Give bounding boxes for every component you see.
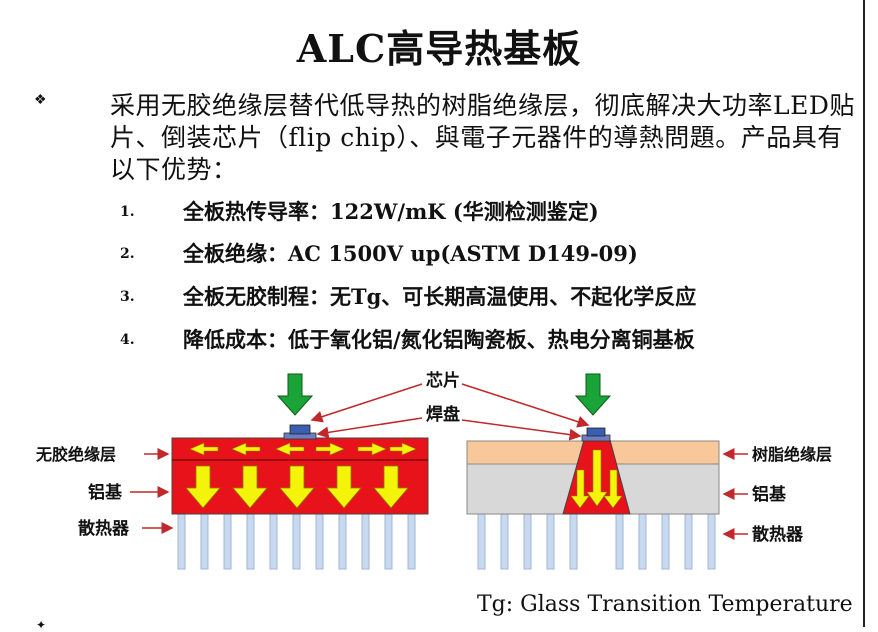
chip-label: 芯片: [426, 370, 460, 391]
right-label-heatsink: 散热器: [752, 524, 804, 545]
diagram-labels: 芯片 焊盘 无胶绝缘层 铝基 散热器 树脂绝缘层 铝基 散热器: [35, 370, 832, 545]
list-text: 降低成本：低于氧化铝/氮化铝陶瓷板、热电分离铜基板: [183, 327, 695, 352]
intro-paragraph: 采用无胶绝缘层替代低导热的树脂绝缘层，彻底解决大功率LED贴片、倒装芯片（fli…: [110, 91, 855, 184]
right-label-resin: 树脂绝缘层: [752, 445, 832, 464]
list-text: 全板绝缘：AC 1500V up(ASTM D149-09): [183, 241, 638, 266]
list-number: 2.: [120, 246, 135, 262]
diamond-bullet-icon: ❖: [34, 92, 47, 108]
alc-structure: [171, 373, 429, 570]
pad-label: 焊盘: [426, 404, 460, 425]
left-label-insulation: 无胶绝缘层: [35, 445, 116, 464]
list-number: 4.: [120, 332, 135, 348]
right-label-aluminum: 铝基: [752, 484, 787, 505]
slide-border-line: [863, 0, 865, 627]
right-chip: [586, 427, 606, 437]
list-number: 3.: [120, 289, 135, 305]
left-chip: [289, 424, 311, 435]
bottom-bullet-icon: ✦: [36, 618, 47, 632]
left-label-heatsink: 散热器: [78, 518, 130, 539]
list-text: 全板热传导率：122W/mK (华测检测鉴定): [183, 199, 599, 224]
heat-down-arrows: [185, 465, 409, 509]
resin-structure: [466, 373, 720, 570]
left-label-aluminum: 铝基: [88, 482, 123, 503]
heat-spread-arrows: [189, 442, 417, 456]
list-number: 1.: [120, 204, 135, 220]
page-title: ALC高导热基板: [296, 26, 582, 71]
right-heatsink-fins: [477, 513, 716, 570]
left-green-arrow-icon: [276, 373, 314, 416]
left-heatsink-fins: [177, 513, 416, 570]
list-text: 全板无胶制程：无Tg、可长期高温使用、不起化学反应: [183, 284, 697, 309]
tg-footnote: Tg: Glass Transition Temperature: [477, 592, 853, 617]
right-green-arrow-icon: [574, 373, 612, 416]
right-heat-arrows: [570, 449, 623, 509]
